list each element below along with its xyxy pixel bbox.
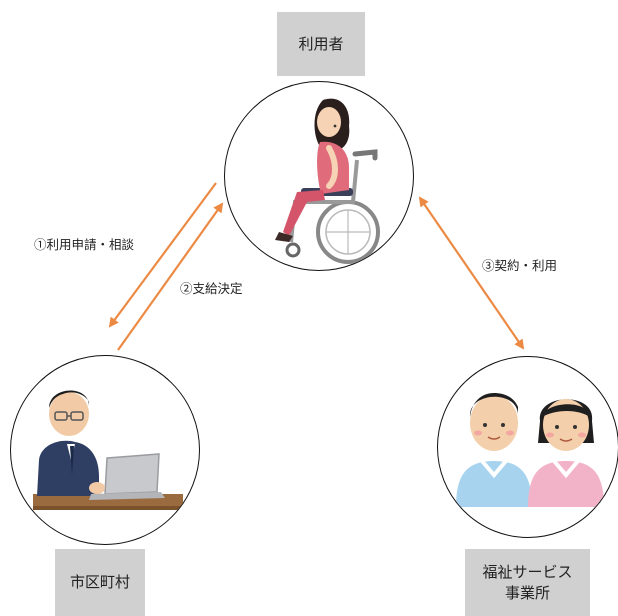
user-label: 利用者	[298, 34, 344, 53]
apply-arrow	[108, 182, 217, 328]
office-worker-laptop-icon	[33, 390, 183, 510]
welfare-label-line1: 福祉サービス	[482, 563, 573, 582]
user-node	[224, 81, 414, 271]
care-workers-icon	[456, 393, 604, 507]
municipality-label-box: 市区町村	[55, 549, 145, 616]
contract-edge-label: ③契約・利用	[482, 258, 558, 273]
user-label-box: 利用者	[277, 12, 365, 76]
decision-arrow	[117, 202, 224, 351]
welfare-label-line2: 事業所	[504, 583, 550, 602]
welfare-node	[437, 356, 618, 538]
wheelchair-woman-icon	[275, 98, 380, 264]
municipality-label: 市区町村	[69, 573, 130, 592]
apply-edge-label: ①利用申請・相談	[34, 237, 135, 252]
contract-arrow	[418, 196, 525, 350]
welfare-label-box: 福祉サービス 事業所	[465, 549, 590, 616]
decision-edge-label: ②支給決定	[180, 281, 243, 296]
municipality-node	[10, 355, 200, 545]
